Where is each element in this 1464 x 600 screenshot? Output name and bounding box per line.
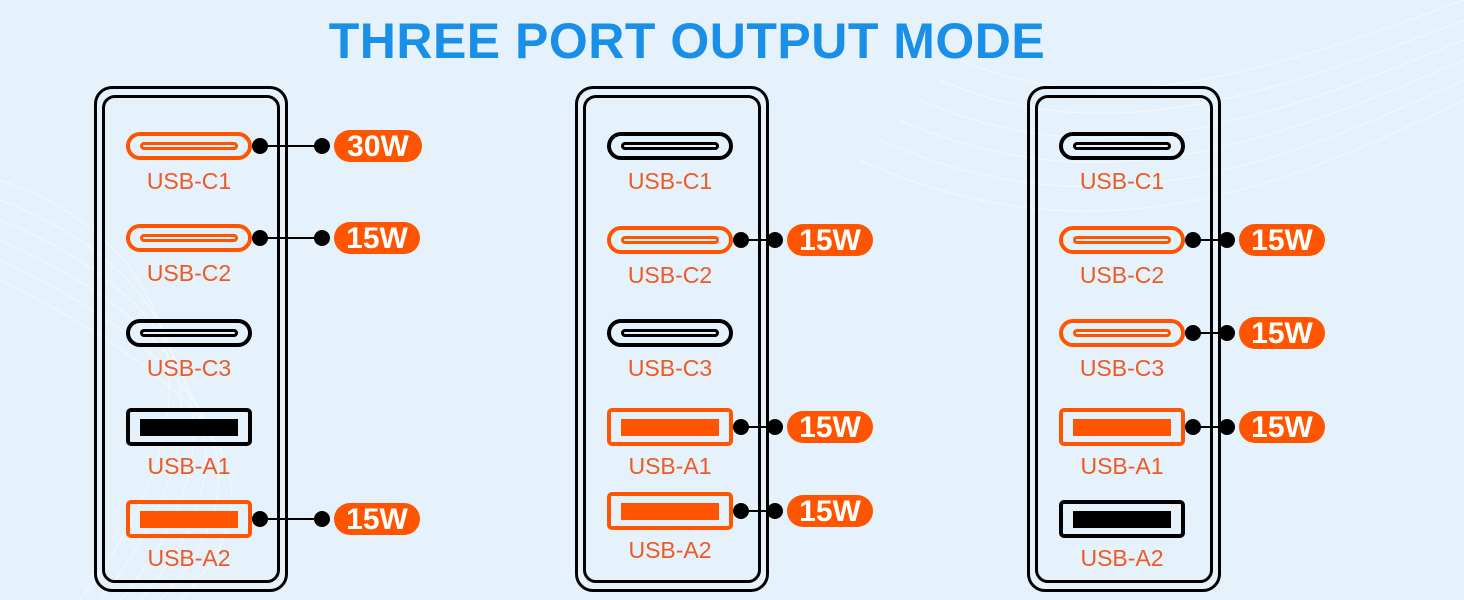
port-label: USB-A1 <box>147 453 231 479</box>
port-usb-c2 <box>126 224 252 252</box>
power-badge: 15W <box>787 495 873 528</box>
port-label: USB-C2 <box>1079 262 1165 288</box>
port-slot <box>1073 142 1171 150</box>
connector-dot <box>1219 232 1235 248</box>
port-usb-a2 <box>126 500 252 538</box>
port-label: USB-A2 <box>1080 545 1164 571</box>
connector-line <box>1185 426 1227 428</box>
power-badge: 15W <box>1239 317 1325 350</box>
port-slot <box>621 329 719 337</box>
charger-mode-1 <box>94 86 288 592</box>
charger-faceplate <box>583 95 761 583</box>
port-label: USB-C2 <box>146 260 232 286</box>
connector-line <box>733 426 775 428</box>
port-label: USB-C2 <box>627 262 713 288</box>
connector-dot <box>1185 325 1201 341</box>
connector-dot <box>733 419 749 435</box>
port-label: USB-C1 <box>146 168 232 194</box>
port-label: USB-C1 <box>627 168 713 194</box>
port-slot <box>621 236 719 244</box>
port-slot <box>1073 236 1171 244</box>
connector-dot <box>1219 419 1235 435</box>
connector-dot <box>1185 419 1201 435</box>
port-usb-a1 <box>126 408 252 446</box>
port-slot <box>140 329 238 337</box>
connector-line <box>252 145 322 147</box>
port-slot <box>140 511 238 528</box>
port-usb-a2 <box>607 492 733 530</box>
port-label: USB-A2 <box>628 537 712 563</box>
power-badge: 15W <box>334 222 420 255</box>
port-label: USB-A1 <box>1080 453 1164 479</box>
port-usb-c1 <box>126 132 252 160</box>
power-badge: 30W <box>334 130 422 163</box>
connector-dot <box>252 138 268 154</box>
port-slot <box>1073 511 1171 528</box>
port-label: USB-C3 <box>627 355 713 381</box>
connector-dot <box>733 503 749 519</box>
power-badge: 15W <box>334 503 420 536</box>
port-slot <box>140 234 238 242</box>
connector-line <box>733 239 775 241</box>
connector-dot <box>252 230 268 246</box>
port-usb-a2 <box>1059 500 1185 538</box>
port-label: USB-C3 <box>146 355 232 381</box>
port-usb-a1 <box>607 408 733 446</box>
port-slot <box>621 419 719 436</box>
connector-dot <box>314 230 330 246</box>
port-usb-c2 <box>1059 226 1185 254</box>
port-label: USB-A1 <box>628 453 712 479</box>
port-usb-c2 <box>607 226 733 254</box>
power-badge: 15W <box>787 224 873 257</box>
connector-line <box>252 237 322 239</box>
port-usb-a1 <box>1059 408 1185 446</box>
charger-mode-3 <box>1027 86 1221 592</box>
port-slot <box>140 142 238 150</box>
page-title: THREE PORT OUTPUT MODE <box>328 13 1046 69</box>
port-usb-c1 <box>1059 132 1185 160</box>
connector-line <box>1185 239 1227 241</box>
connector-dot <box>1185 232 1201 248</box>
power-badge: 15W <box>1239 411 1325 444</box>
connector-dot <box>767 419 783 435</box>
connector-line <box>1185 332 1227 334</box>
charger-faceplate <box>102 95 280 583</box>
port-usb-c3 <box>126 319 252 347</box>
port-slot <box>1073 419 1171 436</box>
port-slot <box>140 419 238 436</box>
charger-mode-2 <box>575 86 769 592</box>
connector-dot <box>314 138 330 154</box>
connector-dot <box>252 511 268 527</box>
port-slot <box>1073 329 1171 337</box>
connector-dot <box>733 232 749 248</box>
connector-dot <box>767 232 783 248</box>
port-slot <box>621 503 719 520</box>
connector-line <box>252 518 322 520</box>
port-usb-c1 <box>607 132 733 160</box>
connector-dot <box>767 503 783 519</box>
port-label: USB-C1 <box>1079 168 1165 194</box>
power-badge: 15W <box>1239 224 1325 257</box>
port-slot <box>621 142 719 150</box>
port-usb-c3 <box>607 319 733 347</box>
connector-dot <box>1219 325 1235 341</box>
port-label: USB-A2 <box>147 545 231 571</box>
connector-line <box>733 510 775 512</box>
power-badge: 15W <box>787 411 873 444</box>
port-label: USB-C3 <box>1079 355 1165 381</box>
port-usb-c3 <box>1059 319 1185 347</box>
connector-dot <box>314 511 330 527</box>
charger-faceplate <box>1035 95 1213 583</box>
